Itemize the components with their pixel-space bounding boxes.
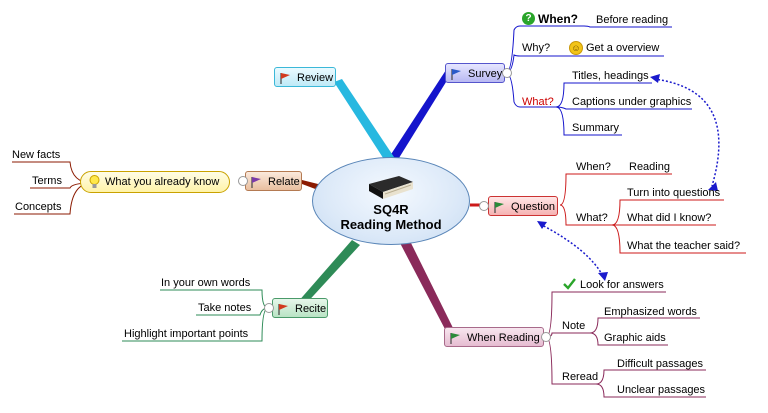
flag-icon (451, 69, 461, 80)
flag-icon (251, 177, 261, 188)
recite-item: Take notes (198, 302, 252, 314)
question-node[interactable]: Question (488, 196, 558, 216)
when-reading-collapse-toggle[interactable] (541, 332, 551, 342)
center-node[interactable]: SQ4R Reading Method (312, 157, 470, 245)
question-when-label: When? (576, 161, 611, 173)
survey-what-item: Summary (572, 122, 620, 134)
checkmark-icon (563, 278, 576, 290)
flag-icon (278, 304, 288, 315)
survey-what-label: What? (522, 96, 554, 108)
flag-icon (450, 333, 460, 344)
flag-icon (280, 73, 290, 84)
reread-item: Difficult passages (617, 358, 704, 370)
relate-item: New facts (12, 149, 61, 161)
survey-when-answer: Before reading (596, 14, 669, 26)
question-when-answer: Reading (629, 161, 670, 173)
lightbulb-icon (89, 175, 100, 188)
survey-node[interactable]: Survey (445, 63, 505, 83)
question-collapse-toggle[interactable] (479, 201, 489, 211)
survey-what-item: Captions under graphics (572, 96, 692, 108)
reread-item: Unclear passages (617, 384, 706, 396)
relate-node[interactable]: Relate (245, 171, 302, 191)
smiley-icon: ☺ (569, 41, 583, 55)
relate-item: Terms (32, 175, 62, 187)
note-item: Graphic aids (604, 332, 666, 344)
recite-node[interactable]: Recite (272, 298, 328, 318)
look-for-answers: Look for answers (580, 279, 664, 291)
relate-bubble[interactable]: What you already know (80, 171, 230, 193)
recite-item: In your own words (161, 277, 251, 289)
recite-item: Highlight important points (124, 328, 249, 340)
relate-item: Concepts (15, 201, 62, 213)
note-label: Note (562, 320, 586, 332)
book-icon (369, 176, 413, 199)
survey-what-item: Titles, headings (572, 70, 649, 82)
reread-label: Reread (562, 371, 599, 383)
center-title: SQ4R Reading Method (340, 202, 442, 232)
question-what-item: What did I know? (627, 212, 712, 224)
survey-why-label: Why? (522, 42, 551, 54)
relate-collapse-toggle[interactable] (238, 176, 248, 186)
help-icon: ? (522, 12, 535, 25)
flag-icon (494, 202, 504, 213)
review-node[interactable]: Review (274, 67, 336, 87)
question-what-item: Turn into questions (627, 187, 721, 199)
survey-when-label: When? (538, 12, 578, 26)
when-reading-node[interactable]: When Reading (444, 327, 544, 347)
survey-collapse-toggle[interactable] (502, 68, 512, 78)
question-what-label: What? (576, 212, 608, 224)
recite-collapse-toggle[interactable] (264, 303, 274, 313)
question-what-item: What the teacher said? (627, 240, 741, 252)
note-item: Emphasized words (604, 306, 697, 318)
survey-why-answer: Get a overview (586, 42, 660, 54)
